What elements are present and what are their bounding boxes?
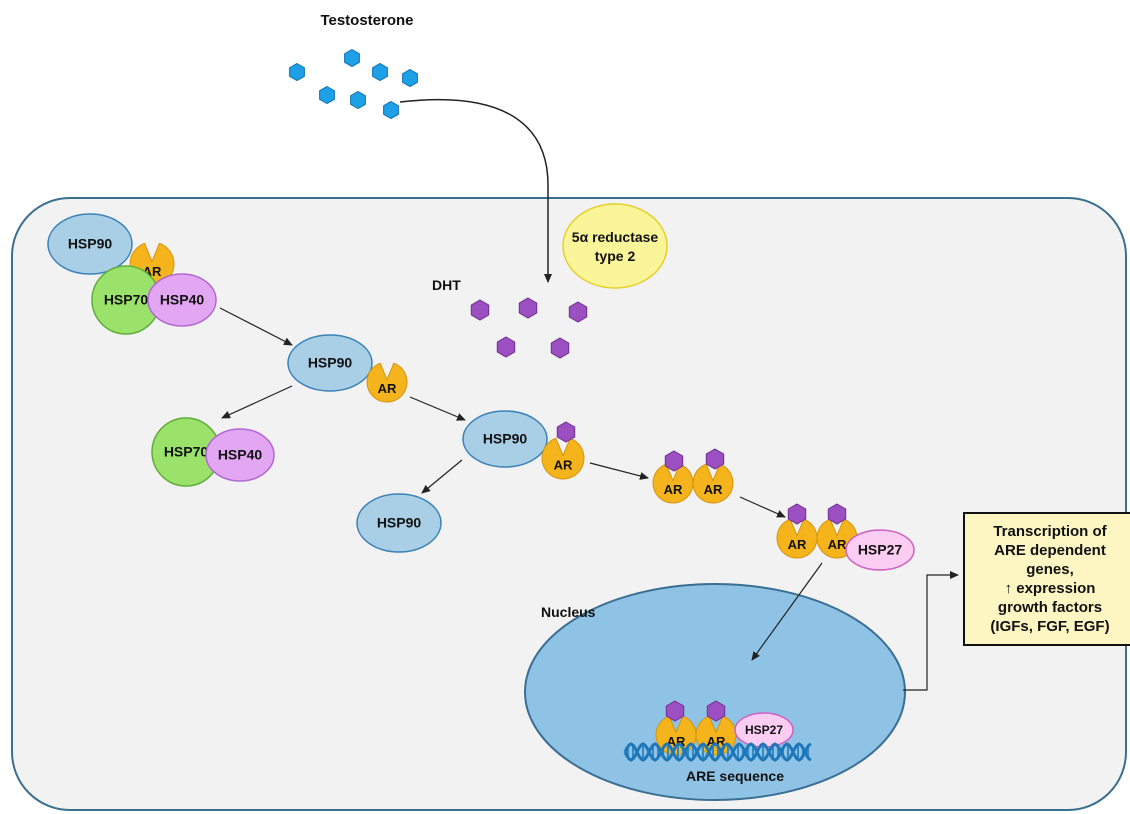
hsp90-dht-bound: HSP90: [462, 410, 548, 468]
hsp70-released-label: HSP70: [164, 444, 209, 460]
ar-dht-bound: AR: [541, 437, 585, 480]
hsp27-nuclear: HSP27: [734, 712, 794, 748]
arrow-to-ar-hsp27: [739, 496, 786, 518]
outcome-line-6: (IGFs, FGF, EGF): [990, 618, 1110, 635]
hsp90-free: HSP90: [356, 493, 442, 553]
testosterone-molecule-1: [289, 62, 305, 82]
5a-reductase-enzyme: 5α reductase type 2: [562, 203, 668, 289]
dht-nuclear-right: [706, 700, 726, 722]
dht-dimer-right: [705, 448, 725, 470]
arrow-to-transcription: [903, 571, 959, 691]
dht-bound-ar: [556, 421, 576, 443]
enzyme-label-line2: type 2: [595, 248, 636, 264]
ar-dimer-right-label: AR: [704, 482, 723, 497]
testosterone-label: Testosterone: [320, 12, 413, 29]
ar-dimer-left: AR: [652, 463, 694, 504]
ar-intermediate-label: AR: [378, 381, 397, 396]
arrow-to-hsp70-hsp40: [221, 385, 293, 419]
dht-dimer-left: [664, 450, 684, 472]
testosterone-molecules: [289, 48, 418, 120]
hsp27-cytoplasm: HSP27: [845, 529, 915, 571]
testosterone-molecule-7: [383, 100, 399, 120]
hsp90-complex-initial: HSP90: [47, 213, 133, 275]
outcome-line-1: Transcription of: [993, 523, 1107, 540]
dht-hsp27-right: [827, 503, 847, 525]
arrow-into-nucleus: [751, 562, 823, 661]
hsp70-released: HSP70: [151, 417, 221, 487]
hsp90-intermediate: HSP90: [287, 334, 373, 392]
dht-molecules: [470, 297, 588, 359]
hsp27-nuclear-label: HSP27: [745, 723, 783, 737]
testosterone-molecule-3: [372, 62, 388, 82]
dht-molecule-4: [496, 336, 516, 358]
hsp40-complex-initial: HSP40: [147, 273, 217, 327]
arrow-complex-to-hsp90-ar: [219, 307, 293, 346]
hsp27-cytoplasm-label: HSP27: [858, 542, 903, 558]
outcome-line-4: ↑ expression: [1004, 580, 1096, 597]
nucleus-label: Nucleus: [541, 604, 596, 620]
testosterone-molecule-2: [344, 48, 360, 68]
dht-molecule-5: [550, 337, 570, 359]
ar-hsp27-left: AR: [776, 518, 818, 559]
arrow-to-dht-binding: [409, 396, 466, 421]
testosterone-molecule-4: [402, 68, 418, 88]
hsp90-complex-initial-label: HSP90: [68, 236, 113, 252]
arrow-to-ar-dimer: [589, 462, 649, 480]
hsp90-dht-bound-label: HSP90: [483, 431, 528, 447]
ar-hsp27-left-label: AR: [788, 537, 807, 552]
ar-intermediate: AR: [366, 362, 408, 403]
transcription-outcome-box: Transcription of ARE dependent genes, ↑ …: [963, 512, 1130, 646]
dht-label: DHT: [432, 277, 461, 293]
outcome-line-3: genes,: [1026, 561, 1074, 578]
ar-dimer-left-label: AR: [664, 482, 683, 497]
hsp70-complex-initial-label: HSP70: [104, 292, 149, 308]
hsp40-released: HSP40: [205, 428, 275, 482]
outcome-line-2: ARE dependent: [994, 542, 1106, 559]
outcome-line-5: growth factors: [997, 599, 1103, 616]
enzyme-label-line1: 5α reductase: [572, 229, 659, 245]
dht-hsp27-left: [787, 503, 807, 525]
dht-molecule-3: [568, 301, 588, 323]
dht-molecule-2: [518, 297, 538, 319]
testosterone-molecule-6: [350, 90, 366, 110]
ar-hsp27-right-label: AR: [828, 537, 847, 552]
ar-dht-bound-label: AR: [554, 457, 573, 472]
testosterone-molecule-5: [319, 85, 335, 105]
hsp40-released-label: HSP40: [218, 447, 263, 463]
dht-nuclear-left: [665, 700, 685, 722]
hsp90-free-label: HSP90: [377, 515, 422, 531]
testosterone-entry-arrow: [399, 98, 552, 283]
hsp40-complex-initial-label: HSP40: [160, 292, 205, 308]
are-sequence-label: ARE sequence: [686, 768, 784, 784]
dht-molecule-1: [470, 299, 490, 321]
ar-dimer-right: AR: [692, 463, 734, 504]
arrow-to-free-hsp90: [421, 459, 463, 494]
hsp90-intermediate-label: HSP90: [308, 355, 353, 371]
pathway-arrows: [219, 307, 959, 691]
dna-helix: [623, 742, 812, 762]
